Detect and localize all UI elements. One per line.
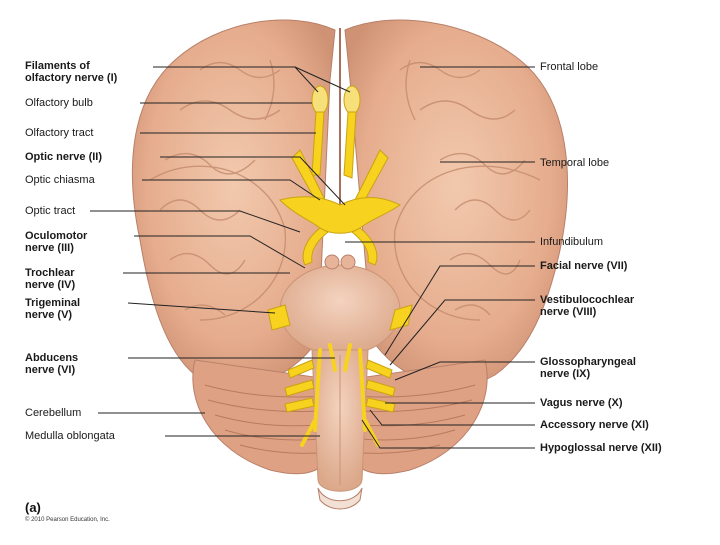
label-text: nerve (VIII) bbox=[540, 306, 597, 318]
label-vagus-nerve: Vagus nerve (X) bbox=[540, 397, 623, 409]
label-cerebellum: Cerebellum bbox=[25, 407, 82, 419]
label-optic-nerve: Optic nerve (II) bbox=[25, 151, 103, 163]
label-oculomotor-nerve: Oculomotor nerve (III) bbox=[25, 230, 87, 254]
pons bbox=[279, 264, 401, 356]
label-olfactory-tract: Olfactory tract bbox=[25, 127, 94, 139]
label-accessory-nerve: Accessory nerve (XI) bbox=[540, 419, 649, 431]
label-text: Abducens bbox=[25, 352, 79, 364]
label-text: Filaments of bbox=[25, 60, 90, 72]
olfactory-bulb-left bbox=[311, 85, 329, 115]
label-medulla-oblongata: Medulla oblongata bbox=[25, 430, 115, 442]
label-text: olfactory nerve (I) bbox=[25, 72, 118, 84]
label-text: Trigeminal bbox=[25, 297, 81, 309]
label-facial-nerve: Facial nerve (VII) bbox=[540, 260, 628, 272]
copyright-notice: © 2010 Pearson Education, Inc. bbox=[25, 517, 110, 523]
label-hypoglossal-nerve: Hypoglossal nerve (XII) bbox=[540, 442, 662, 454]
trigeminal-nerve-left bbox=[267, 304, 291, 331]
label-text: nerve (VI) bbox=[25, 364, 76, 376]
label-frontal-lobe: Frontal lobe bbox=[540, 61, 599, 73]
label-text: Vestibulocochlear bbox=[540, 294, 635, 306]
label-text: Glossopharyngeal bbox=[540, 356, 636, 368]
label-olfactory-bulb: Olfactory bulb bbox=[25, 97, 93, 109]
optic-chiasma bbox=[279, 196, 401, 234]
leader-lines bbox=[90, 66, 535, 449]
label-text: nerve (V) bbox=[25, 309, 73, 321]
label-olfactory-filaments: Filaments of olfactory nerve (I) bbox=[25, 60, 117, 84]
label-text: nerve (IV) bbox=[25, 279, 76, 291]
nerves bbox=[267, 85, 413, 413]
label-infundibulum: Infundibulum bbox=[540, 236, 603, 248]
label-text: Oculomotor bbox=[25, 230, 88, 242]
label-trochlear-nerve: Trochlear nerve (IV) bbox=[25, 267, 75, 291]
panel-letter: (a) bbox=[25, 500, 41, 515]
label-abducens-nerve: Abducens nerve (VI) bbox=[25, 352, 78, 376]
label-text: Trochlear bbox=[25, 267, 75, 279]
label-text: nerve (IX) bbox=[540, 368, 591, 380]
label-optic-tract: Optic tract bbox=[25, 205, 76, 217]
label-temporal-lobe: Temporal lobe bbox=[540, 157, 610, 169]
label-vestibulocochlear-nerve: Vestibulocochlear nerve (VIII) bbox=[540, 294, 634, 318]
label-optic-chiasma: Optic chiasma bbox=[25, 174, 95, 186]
label-text: nerve (III) bbox=[25, 242, 74, 254]
label-trigeminal-nerve: Trigeminal nerve (V) bbox=[25, 297, 80, 321]
label-glossopharyngeal-nerve: Glossopharyngeal nerve (IX) bbox=[540, 356, 636, 380]
